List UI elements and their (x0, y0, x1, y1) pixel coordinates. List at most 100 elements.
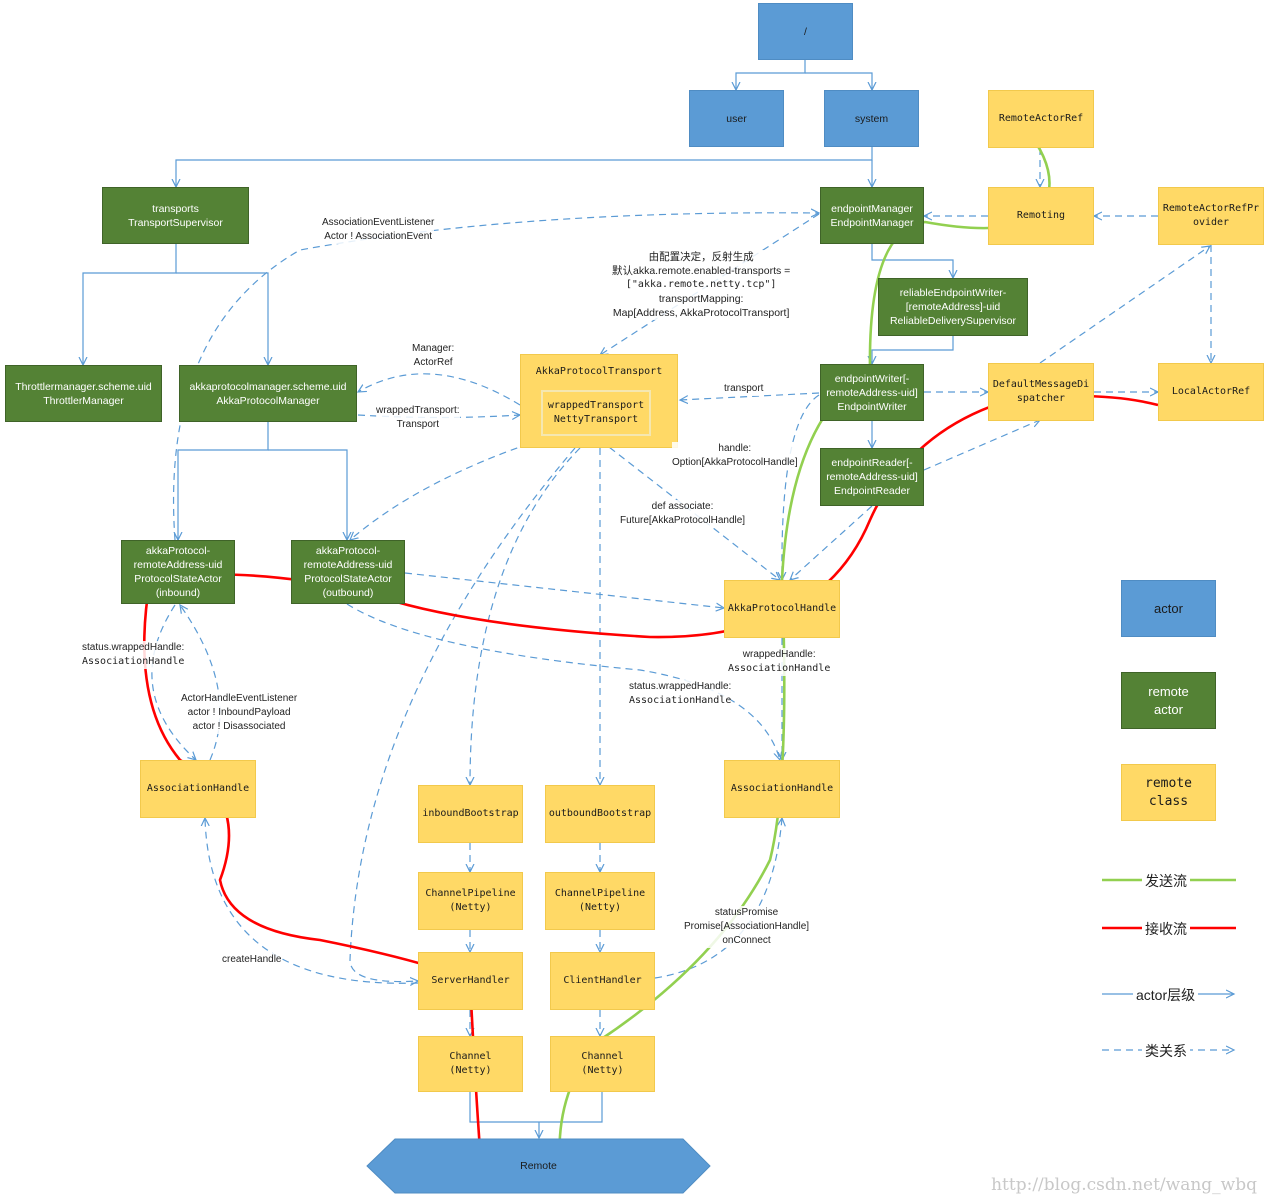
label-actor-handle-event-listener: ActorHandleEventListener actor ! Inbound… (181, 692, 298, 734)
node-channel-pipeline-in: ChannelPipeline (Netty) (418, 872, 523, 930)
legend-label: remote (1145, 775, 1192, 791)
node-label: (outbound) (322, 587, 374, 599)
node-system: system (824, 90, 919, 147)
label-status-promise: statusPromise Promise[AssociationHandle]… (684, 906, 810, 948)
node-akka-protocol-handle: AkkaProtocolHandle (724, 580, 840, 638)
edge-client-assocright (654, 818, 782, 979)
edge-ae-listener (172, 213, 819, 541)
label-line: Option[AkkaProtocolHandle] (672, 457, 798, 468)
label-line: 由配置决定，反射生成 (648, 251, 754, 263)
label-association-event-listener: AssociationEventListener Actor ! Associa… (322, 216, 435, 244)
label-wrapped-transport: wrappedTransport: Transport (376, 404, 460, 432)
node-label: transports (152, 202, 199, 215)
node-label: DefaultMessageDi (992, 379, 1090, 390)
node-label: ReliableDeliverySupervisor (889, 315, 1017, 327)
node-remote-actor-ref: RemoteActorRef (988, 90, 1094, 148)
label-status-wrapped-left: status.wrappedHandle: AssociationHandle (82, 641, 185, 669)
label-line: Map[Address, AkkaProtocolTransport] (612, 307, 790, 319)
node-inbound-bootstrap: inboundBootstrap (418, 785, 523, 843)
label-line: Actor ! AssociationEvent (324, 231, 433, 242)
node-label: (inbound) (155, 587, 201, 599)
node-remote-actor-ref-provider: RemoteActorRefPr ovider (1158, 187, 1264, 245)
node-label: (Netty) (578, 902, 622, 913)
node-association-handle-left: AssociationHandle (140, 760, 256, 818)
edge-config (600, 213, 820, 355)
label-line: transport (724, 383, 764, 394)
edge-system-transports (176, 147, 873, 187)
node-label: inboundBootstrap (422, 808, 519, 819)
node-label: LocalActorRef (1171, 386, 1251, 397)
watermark: http://blog.csdn.net/wang_wbq (991, 1175, 1257, 1195)
node-label: Remoting (1016, 210, 1066, 221)
node-server-handler: ServerHandler (418, 952, 523, 1010)
node-label: spatcher (1016, 393, 1066, 404)
node-label: [remoteAddress]-uid (905, 301, 1001, 313)
node-reliable-endpoint-writer: reliableEndpointWriter- [remoteAddress]-… (878, 278, 1028, 336)
label-line: AssociationHandle (82, 656, 185, 667)
node-label: RemoteActorRef (998, 113, 1084, 124)
edge-transport-outbound (350, 439, 541, 540)
label-manager: Manager: ActorRef (412, 342, 455, 370)
node-outbound-bootstrap: outboundBootstrap (545, 785, 655, 843)
edge-endpoint-reliable (871, 244, 953, 278)
edge-dispatcher-provider (1039, 246, 1210, 364)
node-label: ProtocolStateActor (134, 573, 222, 585)
node-label: TransportSupervisor (128, 216, 223, 229)
node-label: system (854, 112, 889, 125)
node-label: AkkaProtocolTransport (535, 366, 663, 377)
node-label: Channel (581, 1051, 624, 1062)
node-label: outboundBootstrap (548, 808, 652, 819)
edge-channels-remote (469, 1092, 603, 1138)
label-line: Future[AkkaProtocolHandle] (620, 515, 746, 526)
label-line: actor ! InboundPayload (187, 707, 291, 718)
edge-server-assoc (205, 818, 419, 984)
legend-label: class (1148, 793, 1189, 809)
label-line: AssociationHandle (728, 663, 831, 674)
node-label: ovider (1192, 217, 1230, 228)
legend-remote-actor: remote actor (1121, 672, 1216, 729)
node-client-handler: ClientHandler (550, 952, 655, 1010)
edge-apm-inbound (178, 422, 269, 540)
node-label: akkaProtocol- (315, 545, 381, 557)
legend-label: actor (1154, 701, 1183, 717)
node-label: ChannelPipeline (425, 888, 516, 899)
edge-reliable-writer (872, 336, 954, 364)
node-channel-out: Channel (Netty) (550, 1036, 655, 1092)
node-protocol-state-inbound: akkaProtocol- remoteAddress-uid Protocol… (121, 540, 235, 604)
node-default-message-dispatcher: DefaultMessageDi spatcher (988, 363, 1094, 421)
edge-transports-akkaproto (176, 272, 268, 365)
node-channel-in: Channel (Netty) (418, 1036, 523, 1092)
label-line: ActorRef (413, 357, 453, 368)
node-label: (Netty) (449, 1065, 492, 1076)
node-label: remoteAddress-uid (133, 559, 223, 571)
label-handle: handle: Option[AkkaProtocolHandle] (672, 442, 798, 470)
label-line: Promise[AssociationHandle] (684, 921, 810, 932)
label-status-wrapped-mid: status.wrappedHandle: AssociationHandle (629, 680, 732, 708)
edge-assoc-inbound (180, 605, 221, 761)
node-remote: Remote (367, 1139, 710, 1193)
node-user: user (689, 90, 784, 147)
node-local-actor-ref: LocalActorRef (1158, 363, 1264, 421)
legend-actor-hierarchy: actor层级 (1133, 985, 1199, 1005)
label-def-associate: def associate: Future[AkkaProtocolHandle… (620, 500, 746, 528)
node-endpoint-manager: endpointManager EndpointManager (820, 187, 924, 244)
label-line: actor ! Disassociated (192, 721, 286, 732)
label-line: createHandle (222, 954, 282, 965)
node-association-handle-right: AssociationHandle (724, 760, 840, 818)
label-line: wrappedHandle: (742, 649, 816, 660)
edge-reader-handle (790, 505, 873, 580)
node-label: / (804, 25, 807, 38)
node-label: remoteAddress-uid (303, 559, 393, 571)
edge-inbound-assoc (151, 604, 196, 760)
node-label: endpointManager (831, 202, 913, 215)
label-line: handle: (718, 443, 752, 454)
edge-outbound-assoc (346, 603, 780, 760)
node-label: EndpointWriter (837, 400, 907, 413)
node-label: NettyTransport (553, 414, 639, 425)
node-label: Remote (520, 1160, 557, 1172)
node-label: ClientHandler (563, 975, 642, 986)
label-line: status.wrappedHandle: (629, 681, 732, 692)
node-endpoint-writer: endpointWriter[- remoteAddress-uid] Endp… (820, 364, 924, 421)
label-line: onConnect (722, 935, 771, 946)
